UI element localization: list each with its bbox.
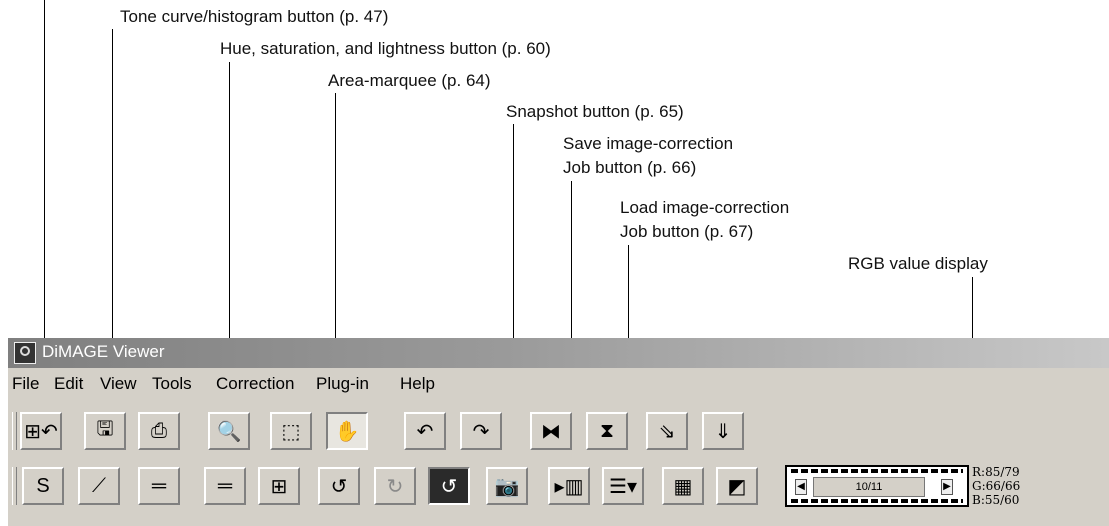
original-icon: ↺ bbox=[440, 475, 458, 498]
leader-line-tone-curve bbox=[112, 29, 113, 461]
auto-correct-icon: S bbox=[36, 474, 50, 497]
title-bar[interactable]: DiMAGE Viewer bbox=[8, 338, 1109, 368]
rotate-right-icon: ↷ bbox=[472, 420, 490, 443]
callout-snapshot: Snapshot button (p. 65) bbox=[506, 102, 684, 121]
browse-button[interactable]: ⊞↶ bbox=[20, 412, 62, 450]
compare-icon: ▦ bbox=[673, 475, 693, 498]
app-window: DiMAGE Viewer File Edit View Tools Corre… bbox=[8, 338, 1109, 526]
rgb-green-value: G:66/66 bbox=[972, 479, 1021, 493]
save-button[interactable]: 🖫 bbox=[84, 412, 126, 450]
menu-view[interactable]: View bbox=[100, 374, 137, 393]
toolbar-grip[interactable] bbox=[12, 467, 17, 505]
import-icon: ⇓ bbox=[714, 420, 732, 443]
menu-edit[interactable]: Edit bbox=[54, 374, 84, 393]
export-icon: ⇘ bbox=[658, 420, 676, 443]
flip-vertical-button[interactable]: ⧗ bbox=[586, 412, 628, 450]
menu-help[interactable]: Help bbox=[400, 374, 435, 393]
leader-line-save-job bbox=[571, 181, 572, 464]
menu-file[interactable]: File bbox=[12, 374, 40, 393]
snapshot-icon: 📷 bbox=[494, 475, 520, 498]
variations-button[interactable]: ⊞ bbox=[258, 467, 300, 505]
color-balance-icon: ═ bbox=[151, 474, 167, 497]
menu-correction[interactable]: Correction bbox=[216, 374, 295, 393]
compare-button[interactable]: ▦ bbox=[662, 467, 704, 505]
callout-save-job-line1: Save image-correction bbox=[563, 134, 734, 153]
export-button[interactable]: ⇘ bbox=[646, 412, 688, 450]
tone-curve-button[interactable]: ⟋ bbox=[78, 467, 120, 505]
callout-save-job-line2: Job button (p. 66) bbox=[563, 158, 697, 177]
rotate-right-button[interactable]: ↷ bbox=[460, 412, 502, 450]
previous-frame-button[interactable]: ◀ bbox=[795, 479, 807, 495]
callout-rgb-display: RGB value display bbox=[848, 254, 988, 273]
load-job-button[interactable]: ☰▾ bbox=[602, 467, 644, 505]
window-title: DiMAGE Viewer bbox=[42, 342, 165, 361]
redo-icon: ↻ bbox=[386, 475, 404, 498]
hsl-button[interactable]: ═ bbox=[204, 467, 246, 505]
rotate-left-icon: ↶ bbox=[416, 420, 434, 443]
redo-button[interactable]: ↻ bbox=[374, 467, 416, 505]
rgb-blue-value: B:55/60 bbox=[972, 493, 1020, 507]
marquee-button[interactable]: ⬚ bbox=[270, 412, 312, 450]
load-job-icon: ☰▾ bbox=[609, 475, 637, 498]
flip-horizontal-button[interactable]: ⧓ bbox=[530, 412, 572, 450]
app-icon[interactable] bbox=[14, 342, 36, 364]
browse-icon: ⊞↶ bbox=[24, 420, 58, 443]
zoom-icon: 🔍 bbox=[216, 420, 242, 443]
menu-plug-in[interactable]: Plug-in bbox=[316, 374, 369, 393]
snapshot-button[interactable]: 📷 bbox=[486, 467, 528, 505]
print-icon: ⎙ bbox=[151, 419, 167, 442]
undo-button[interactable]: ↺ bbox=[318, 467, 360, 505]
main-toolbar: ⊞↶ 🖫 ⎙ 🔍 ⬚ ✋ ↶ ↷ ⧓ ⧗ ⇘ ⇓ bbox=[8, 408, 1109, 454]
print-button[interactable]: ⎙ bbox=[138, 412, 180, 450]
save-job-icon: ▸▥ bbox=[554, 475, 584, 498]
toolbar-grip[interactable] bbox=[12, 412, 17, 450]
callout-load-job-line2: Job button (p. 67) bbox=[620, 222, 754, 241]
marquee-icon: ⬚ bbox=[281, 420, 301, 443]
save-job-button[interactable]: ▸▥ bbox=[548, 467, 590, 505]
tone-curve-icon: ⟋ bbox=[92, 474, 106, 497]
window-icon: ◩ bbox=[727, 475, 747, 498]
frame-counter: 10/11 bbox=[813, 477, 925, 497]
leader-line-auto-correct bbox=[44, 0, 45, 460]
hand-button[interactable]: ✋ bbox=[326, 412, 368, 450]
variations-icon: ⊞ bbox=[270, 475, 288, 498]
menu-tools[interactable]: Tools bbox=[152, 374, 192, 393]
callout-tone-curve: Tone curve/histogram button (p. 47) bbox=[120, 7, 389, 26]
flip-vertical-icon: ⧗ bbox=[599, 419, 615, 442]
callout-load-job-line1: Load image-correction bbox=[620, 198, 790, 217]
correction-toolbar: ◀ 10/11 ▶ R:85/79 G:66/66 B:55/60 S ⟋ ═ ═ ⊞ ↺… bbox=[8, 463, 1109, 509]
film-perforation bbox=[791, 469, 963, 473]
rotate-left-button[interactable]: ↶ bbox=[404, 412, 446, 450]
leader-line-area-marquee bbox=[335, 93, 336, 411]
save-icon: 🖫 bbox=[96, 418, 114, 440]
zoom-button[interactable]: 🔍 bbox=[208, 412, 250, 450]
film-perforation bbox=[791, 499, 963, 503]
hsl-icon: ═ bbox=[217, 474, 233, 497]
callout-area-marquee: Area-marquee (p. 64) bbox=[328, 71, 491, 90]
undo-icon: ↺ bbox=[330, 475, 348, 498]
menu-bar: File Edit View Tools Correction Plug-in … bbox=[8, 369, 1109, 399]
leader-line-hsl bbox=[229, 62, 230, 461]
rgb-red-value: R:85/79 bbox=[972, 465, 1020, 479]
color-balance-button[interactable]: ═ bbox=[138, 467, 180, 505]
flip-horizontal-icon: ⧓ bbox=[541, 420, 561, 443]
auto-correct-button[interactable]: S bbox=[22, 467, 64, 505]
leader-line-snapshot bbox=[513, 124, 514, 464]
original-button[interactable]: ↺ bbox=[428, 467, 470, 505]
frame-navigator: ◀ 10/11 ▶ bbox=[785, 465, 969, 507]
import-button[interactable]: ⇓ bbox=[702, 412, 744, 450]
hand-icon: ✋ bbox=[334, 420, 360, 443]
next-frame-button[interactable]: ▶ bbox=[941, 479, 953, 495]
window-button[interactable]: ◩ bbox=[716, 467, 758, 505]
callout-hsl: Hue, saturation, and lightness button (p… bbox=[220, 39, 551, 58]
